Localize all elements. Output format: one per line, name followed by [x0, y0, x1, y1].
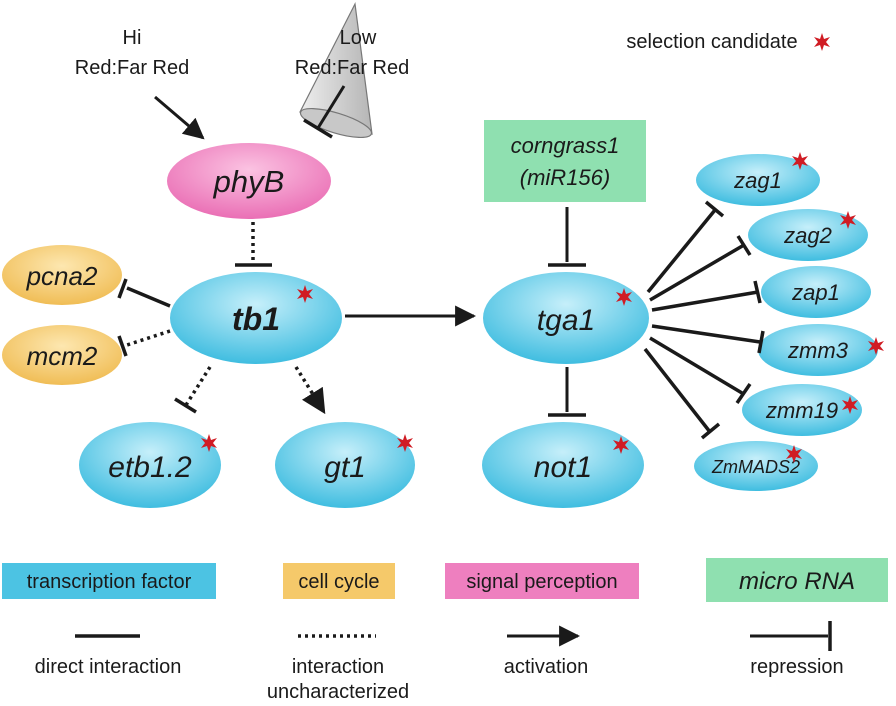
- corngrass1-tga1-edge: [548, 207, 586, 267]
- legend-uncharacterized-label-1: interaction: [292, 656, 384, 678]
- light-cone-icon: [299, 2, 373, 139]
- zap1-label: zap1: [791, 280, 840, 305]
- legend-transcription-factor-swatch: [2, 563, 216, 599]
- corngrass1-node: [484, 120, 646, 202]
- zag2-node: [748, 209, 868, 261]
- legend-uncharacterized-label-2: uncharacterized: [267, 681, 409, 703]
- legend-micro-rna-swatch: [706, 558, 888, 602]
- zmm19-node: [742, 384, 862, 436]
- legend-signal-perception-label: signal perception: [466, 571, 617, 593]
- legend-micro-rna-label: micro RNA: [739, 568, 855, 595]
- zap1-node: [761, 266, 871, 318]
- zmm3-label: zmm3: [787, 338, 849, 363]
- tga1-mads-edges: [643, 200, 765, 440]
- etb1-2-label: etb1.2: [108, 451, 192, 484]
- legend-repression-line: [750, 621, 832, 651]
- hi-label: Hi: [123, 27, 142, 49]
- hi-ratio-label: Red:Far Red: [75, 57, 190, 79]
- low-ratio-label: Red:Far Red: [295, 57, 410, 79]
- corngrass1-label: corngrass1: [511, 133, 620, 158]
- legend-repression-label: repression: [750, 656, 843, 678]
- tga1-node: [483, 272, 649, 364]
- etb1-2-node: [79, 422, 221, 508]
- gt1-label: gt1: [324, 451, 366, 484]
- hi-activation-arrow: [154, 95, 205, 140]
- legend-cell-cycle-swatch: [283, 563, 395, 599]
- tb1-gt1-edge: [294, 366, 326, 415]
- tb1-etb1-2-edge: [174, 366, 212, 414]
- tga1-not1-edge: [548, 367, 586, 417]
- tb1-node: [170, 272, 342, 364]
- zmm3-node: [758, 324, 878, 376]
- legend-signal-perception-swatch: [445, 563, 639, 599]
- zmm19-label: zmm19: [765, 398, 838, 423]
- tga1-label: tga1: [537, 304, 595, 337]
- gt1-node: [275, 422, 415, 508]
- zmmads2-label: ZmMADS2: [711, 457, 800, 477]
- legend-cell-cycle-label: cell cycle: [298, 571, 379, 593]
- zag2-label: zag2: [783, 223, 832, 248]
- tb1-pcna2-edge: [117, 278, 171, 308]
- mcm2-label: mcm2: [27, 341, 98, 371]
- selection-candidate-star-icon: [814, 33, 830, 51]
- selection-candidate-label: selection candidate: [626, 31, 797, 53]
- legend-transcription-factor-label: transcription factor: [27, 571, 192, 593]
- tb1-label: tb1: [232, 301, 280, 337]
- zag1-node: [696, 154, 820, 206]
- legend-direct-label: direct interaction: [35, 656, 182, 678]
- zag1-label: zag1: [733, 168, 782, 193]
- zmmads2-node: [694, 441, 818, 491]
- mir156-label: (miR156): [520, 165, 610, 190]
- not1-label: not1: [534, 451, 592, 484]
- pcna2-node: [2, 245, 122, 305]
- phyb-tb1-edge: [235, 222, 272, 267]
- pcna2-label: pcna2: [26, 261, 98, 291]
- low-label: Low: [340, 27, 377, 49]
- mcm2-node: [2, 325, 122, 385]
- low-repression-edge: [303, 85, 346, 139]
- not1-node: [482, 422, 644, 508]
- phyb-node: [167, 143, 331, 219]
- tb1-mcm2-edge: [117, 329, 171, 357]
- phyb-label: phyB: [213, 164, 285, 199]
- legend-activation-label: activation: [504, 656, 589, 678]
